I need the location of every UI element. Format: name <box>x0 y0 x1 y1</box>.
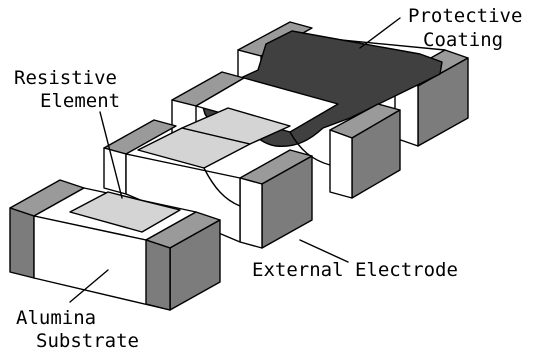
label-protective-coating-line2: Coating <box>423 29 503 51</box>
leader-resistive-element <box>99 111 123 199</box>
label-external-electrode: External Electrode <box>252 259 458 281</box>
label-resistive-element-line2: Element <box>40 90 120 112</box>
layer-alumina-substrate <box>9 179 221 311</box>
label-alumina-substrate-line2: Substrate <box>36 330 139 352</box>
label-protective-coating-line1: Protective <box>408 5 522 27</box>
leader-protective-coating <box>359 17 401 49</box>
label-resistive-element-line1: Resistive <box>14 67 117 89</box>
leader-alumina-substrate <box>69 269 109 303</box>
layer-external-electrode <box>171 71 401 199</box>
leader-external-electrode <box>299 239 349 263</box>
label-alumina-substrate-line1: Alumina <box>16 307 96 329</box>
leader-lines <box>69 17 401 303</box>
